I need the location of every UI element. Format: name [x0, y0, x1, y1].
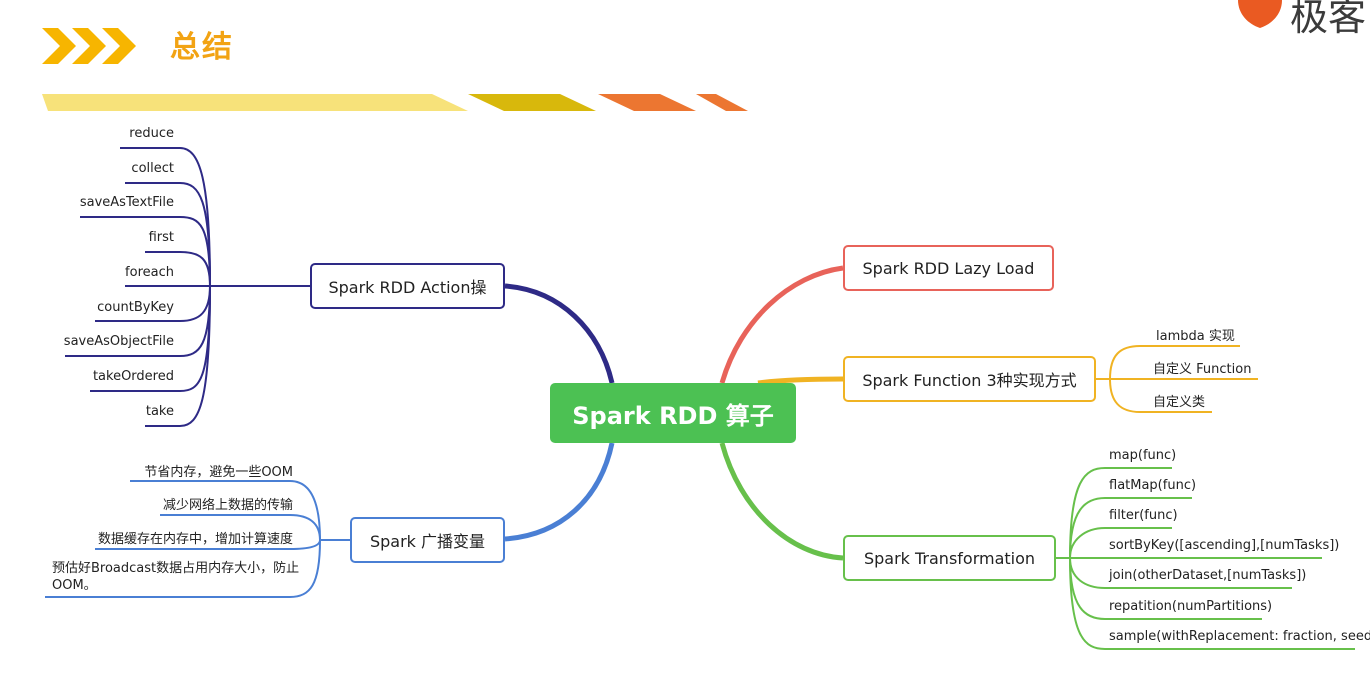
action-item: countByKey	[97, 300, 174, 315]
transformation-item: join(otherDataset,[numTasks])	[1109, 568, 1307, 583]
transformation-item: map(func)	[1109, 448, 1177, 463]
lazy-load-node[interactable]: Spark RDD Lazy Load	[843, 245, 1054, 291]
action-node[interactable]: Spark RDD Action操	[310, 263, 505, 309]
action-item: first	[148, 230, 174, 245]
function-item: 自定义类	[1153, 395, 1206, 410]
action-item: collect	[131, 161, 174, 176]
function-item: lambda 实现	[1156, 329, 1235, 344]
action-item: saveAsTextFile	[79, 195, 174, 210]
center-node[interactable]: Spark RDD 算子	[550, 383, 796, 443]
function-node[interactable]: Spark Function 3种实现方式	[843, 356, 1096, 402]
broadcast-item: 节省内存，避免一些OOM	[144, 465, 293, 480]
function-item: 自定义 Function	[1153, 362, 1252, 377]
action-item: takeOrdered	[92, 369, 174, 384]
page-title: 总结	[170, 30, 234, 65]
transformation-item: filter(func)	[1109, 508, 1178, 523]
action-item: reduce	[129, 126, 174, 141]
transformation-node[interactable]: Spark Transformation	[843, 535, 1056, 581]
broadcast-item: 数据缓存在内存中，增加计算速度	[97, 532, 293, 547]
logo-text: 极客	[1290, 0, 1367, 39]
transformation-item: sortByKey([ascending],[numTasks])	[1109, 538, 1340, 553]
header-stripe-decoration	[42, 94, 748, 111]
logo-icon	[1238, 0, 1282, 28]
transformation-item: repatition(numPartitions)	[1109, 599, 1273, 614]
transformation-item: flatMap(func)	[1109, 478, 1197, 493]
transformation-item: sample(withReplacement: fraction, seed)	[1109, 629, 1370, 644]
action-item: take	[145, 404, 174, 419]
chevron-arrows-icon	[42, 28, 136, 64]
broadcast-node[interactable]: Spark 广播变量	[350, 517, 505, 563]
broadcast-item: 减少网络上数据的传输	[162, 498, 293, 513]
action-item: foreach	[125, 265, 174, 280]
action-item: saveAsObjectFile	[63, 334, 174, 349]
broadcast-item: 预估好Broadcast数据占用内存大小，防止OOM。	[52, 561, 300, 593]
